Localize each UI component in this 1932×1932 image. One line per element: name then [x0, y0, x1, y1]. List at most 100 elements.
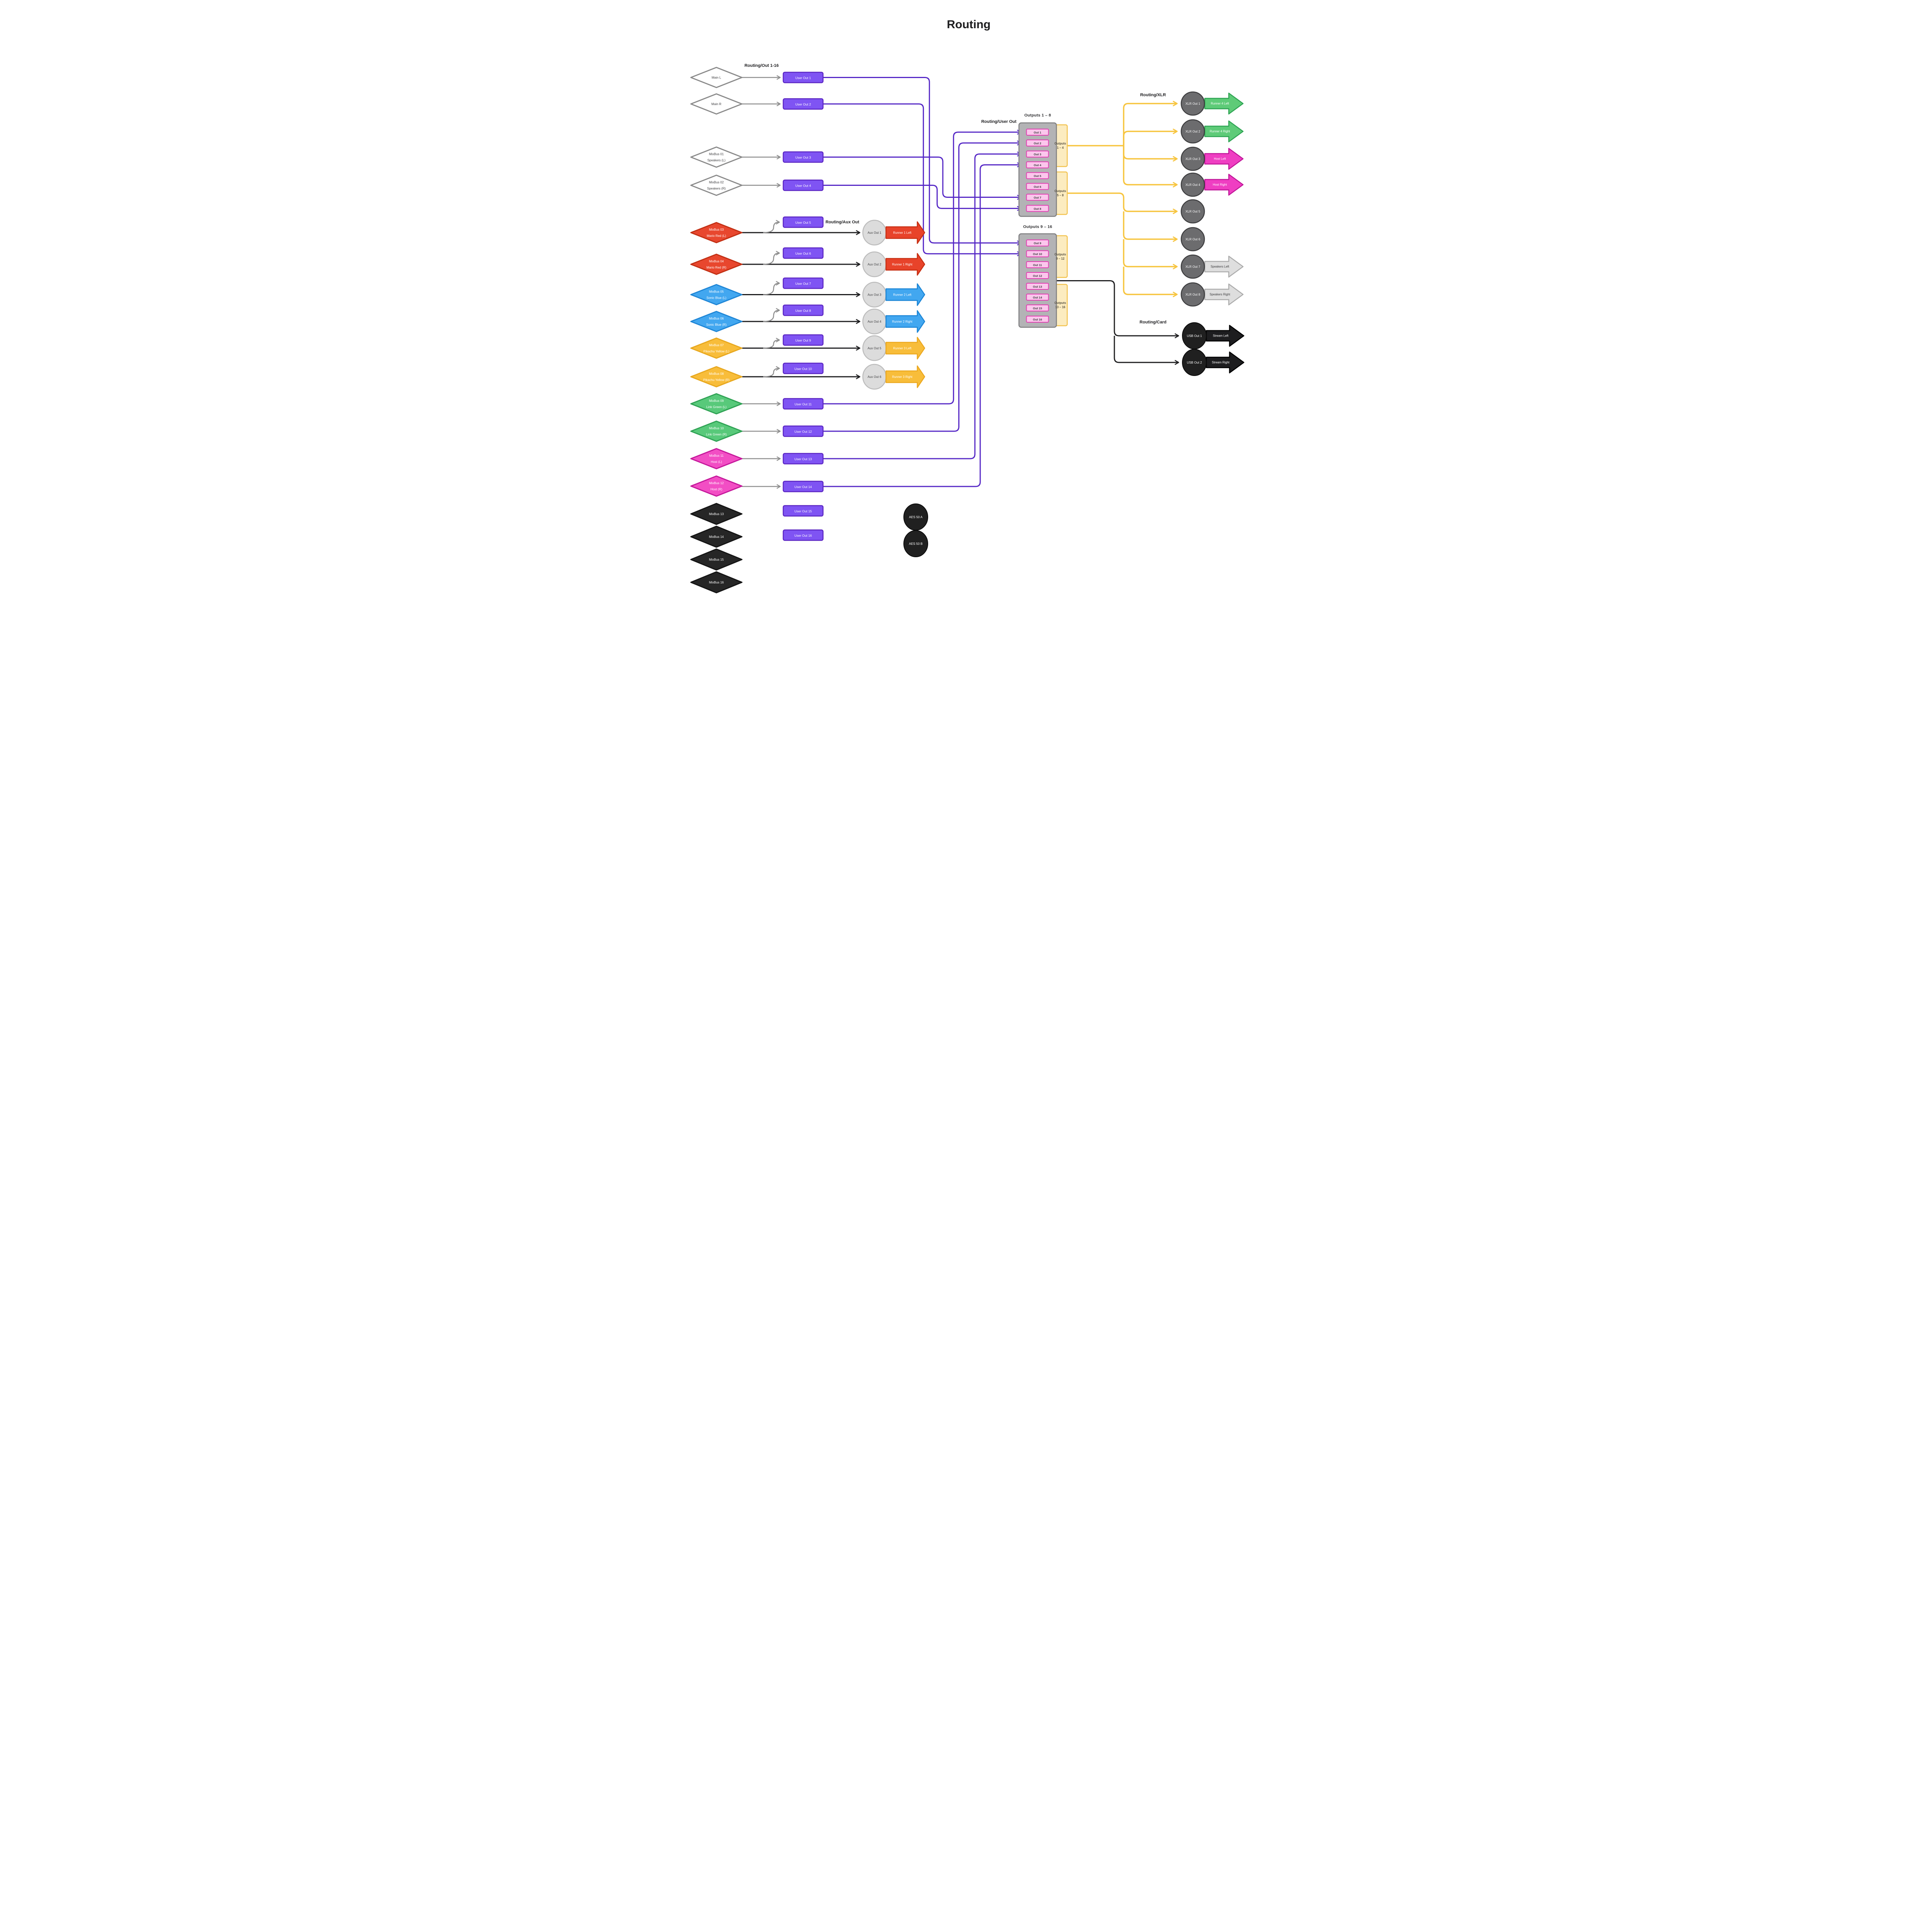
source-mixbus07: MixBus 07 Pikachu Yellow (L)	[690, 337, 743, 359]
svg-text:Runner 3 Left: Runner 3 Left	[893, 347, 912, 350]
source-mixbus14: MixBus 14	[690, 526, 743, 548]
svg-text:Pikachu Yellow (L): Pikachu Yellow (L)	[704, 350, 730, 353]
aux-out-6: Aux Out 6	[862, 364, 887, 390]
svg-text:Runner 1 Right: Runner 1 Right	[892, 263, 913, 266]
svg-text:MixBus 15: MixBus 15	[709, 558, 724, 561]
aux-out-1: Aux Out 1	[862, 219, 887, 246]
svg-text:13 – 16: 13 – 16	[1055, 306, 1066, 309]
user-out-15: User Out 15	[782, 505, 824, 517]
svg-text:Mario Red (R): Mario Red (R)	[706, 266, 726, 269]
user-out-3: User Out 3	[782, 151, 824, 163]
svg-text:XLR Out 8: XLR Out 8	[1185, 293, 1201, 296]
svg-text:Stream Left: Stream Left	[1213, 334, 1229, 338]
user-out-5: User Out 5	[782, 216, 824, 228]
svg-text:Link Green (L): Link Green (L)	[706, 405, 727, 409]
svg-text:Out 3: Out 3	[1034, 153, 1041, 156]
tab-outputs-1-4-label: Outputs	[1054, 142, 1066, 145]
svg-text:Aux Out 1: Aux Out 1	[867, 231, 881, 235]
svg-text:Aux Out 6: Aux Out 6	[867, 375, 881, 379]
source-mixbus16: MixBus 16	[690, 571, 743, 594]
svg-text:User Out 1: User Out 1	[795, 76, 811, 80]
wire-to-usb2	[1114, 336, 1179, 365]
out-13: Out 13	[1026, 283, 1049, 290]
svg-text:Sonic Blue (L): Sonic Blue (L)	[706, 296, 726, 300]
svg-text:XLR Out 3: XLR Out 3	[1185, 157, 1201, 161]
svg-text:XLR Out 5: XLR Out 5	[1185, 210, 1201, 213]
arrow-runner-1-left: Runner 1 Left	[885, 221, 925, 244]
xlr-out-1: XLR Out 1	[1180, 91, 1205, 116]
svg-text:Out 2: Out 2	[1034, 142, 1041, 145]
svg-text:Aux Out 3: Aux Out 3	[867, 293, 881, 296]
svg-text:User Out 8: User Out 8	[795, 309, 811, 313]
svg-text:Out 11: Out 11	[1033, 264, 1042, 267]
section-label-xlr: Routing/XLR	[1140, 93, 1166, 97]
svg-text:Out 5: Out 5	[1034, 174, 1041, 178]
svg-text:Runner 2 Left: Runner 2 Left	[893, 293, 912, 296]
svg-text:MixBus 07: MixBus 07	[709, 344, 724, 347]
arrow-runner-4-left: Runner 4 Left	[1204, 92, 1244, 115]
routing-diagram: Routing Routing/Out 1-16 Routing/Aux Out…	[670, 0, 1262, 612]
svg-text:9 – 12: 9 – 12	[1056, 257, 1065, 260]
out-7: Out 7	[1026, 194, 1049, 201]
wire-to-xlr5	[1067, 192, 1178, 214]
svg-text:Host (L): Host (L)	[711, 460, 722, 464]
arrow-speakers-left: Speakers Left	[1204, 255, 1244, 278]
svg-text:XLR Out 6: XLR Out 6	[1185, 238, 1201, 241]
out-4: Out 4	[1026, 161, 1049, 168]
user-out-2: User Out 2	[782, 98, 824, 110]
svg-text:Aux Out 5: Aux Out 5	[867, 347, 881, 350]
svg-text:Host (R): Host (R)	[711, 488, 723, 491]
out-2: Out 2	[1026, 139, 1049, 146]
wire-userout11-out1	[823, 129, 1022, 405]
out-16: Out 16	[1026, 316, 1049, 323]
svg-text:Runner 1 Left: Runner 1 Left	[893, 231, 912, 235]
svg-text:MixBus 04: MixBus 04	[709, 260, 724, 263]
out-10: Out 10	[1026, 250, 1049, 257]
usb-out-2: USB Out 2	[1182, 349, 1207, 376]
out-15: Out 15	[1026, 304, 1049, 311]
source-main-l: Main L	[690, 67, 743, 88]
xlr-out-5: XLR Out 5	[1180, 199, 1205, 224]
svg-text:Sonic Blue (R): Sonic Blue (R)	[706, 323, 727, 327]
svg-text:Out 15: Out 15	[1033, 307, 1042, 310]
wire-userout2-out10	[823, 103, 1022, 256]
svg-text:XLR Out 4: XLR Out 4	[1185, 183, 1201, 187]
wire-userout13-out3	[823, 151, 1022, 459]
page-title: Routing	[947, 18, 990, 31]
user-out-13: User Out 13	[782, 453, 824, 464]
xlr-out-6: XLR Out 6	[1180, 227, 1205, 252]
svg-text:Out 1: Out 1	[1034, 131, 1041, 134]
svg-text:MixBus 16: MixBus 16	[709, 581, 724, 584]
wire-userout1-out9	[823, 77, 1022, 245]
out-14: Out 14	[1026, 294, 1049, 301]
wire-to-xlr7	[1123, 239, 1178, 269]
svg-text:Out 8: Out 8	[1034, 207, 1041, 211]
user-out-16: User Out 16	[782, 529, 824, 541]
svg-text:Speakers Right: Speakers Right	[1209, 293, 1230, 296]
source-main-r: Main R	[690, 93, 743, 115]
xlr-out-8: XLR Out 8	[1180, 282, 1205, 307]
wire-to-xlr4	[1123, 146, 1178, 187]
wire-branch-userout7	[763, 281, 780, 295]
user-out-4: User Out 4	[782, 179, 824, 191]
wire-to-xlr8	[1123, 267, 1178, 297]
svg-text:AES 50 B: AES 50 B	[909, 542, 923, 546]
arrow-stream-left: Stream Left	[1206, 325, 1245, 347]
svg-text:1 – 4: 1 – 4	[1057, 146, 1064, 150]
svg-text:Runner 2 Right: Runner 2 Right	[892, 320, 913, 323]
svg-text:XLR Out 2: XLR Out 2	[1185, 130, 1201, 133]
out-5: Out 5	[1026, 172, 1049, 179]
svg-text:XLR Out 1: XLR Out 1	[1185, 102, 1201, 105]
arrow-speakers-right: Speakers Right	[1204, 283, 1244, 306]
user-out-9: User Out 9	[782, 334, 824, 346]
svg-text:User Out 2: User Out 2	[795, 102, 811, 106]
svg-text:Speakers Left: Speakers Left	[1211, 265, 1230, 269]
out-3: Out 3	[1026, 150, 1049, 158]
svg-text:Out 7: Out 7	[1034, 196, 1041, 199]
user-out-11: User Out 11	[782, 398, 824, 410]
out-9: Out 9	[1026, 239, 1049, 247]
